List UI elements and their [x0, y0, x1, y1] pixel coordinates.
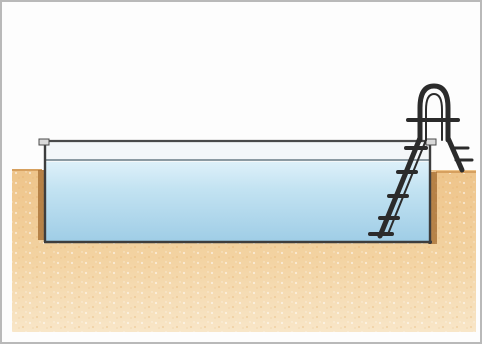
ladder-handrail [417, 83, 451, 143]
pool-basin [38, 138, 437, 244]
pool-pit [38, 170, 437, 244]
pool-ladder [368, 83, 474, 239]
pool-water [45, 160, 430, 242]
